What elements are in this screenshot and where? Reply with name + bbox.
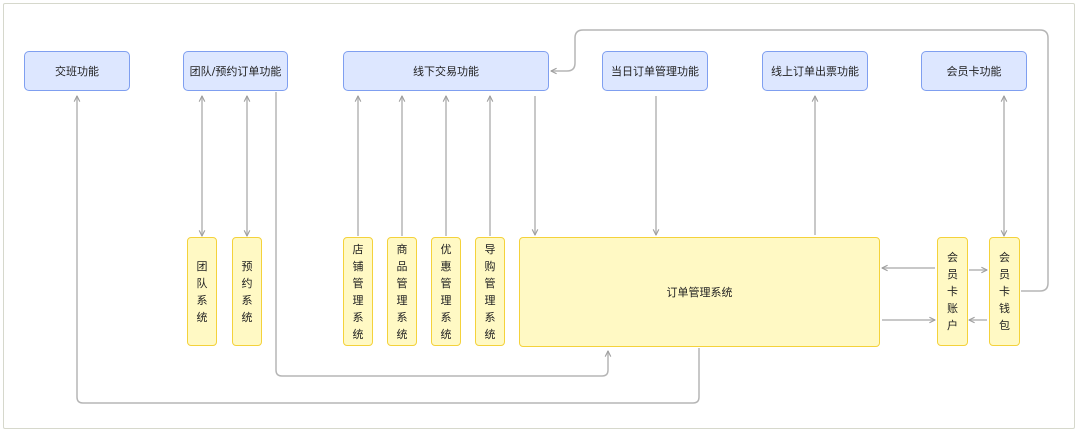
module-label: 团队/预约订单功能: [189, 64, 282, 78]
system-label: 店铺管理系统: [352, 242, 364, 341]
module-shift-handover[interactable]: 交班功能: [24, 51, 130, 91]
system-label: 预约系统: [241, 259, 253, 324]
module-offline-trade[interactable]: 线下交易功能: [343, 51, 549, 91]
conn-group-to-order: [275, 92, 608, 377]
system-store[interactable]: 店铺管理系统: [343, 237, 373, 346]
diagram-frame: [3, 3, 1075, 429]
system-product[interactable]: 商品管理系统: [387, 237, 417, 346]
module-label: 会员卡功能: [946, 64, 1002, 78]
module-online-ticketing[interactable]: 线上订单出票功能: [762, 51, 868, 91]
system-label: 商品管理系统: [396, 242, 408, 341]
system-label: 会员卡账户: [947, 251, 958, 332]
system-member-wallet[interactable]: 会员卡钱包: [989, 237, 1020, 346]
system-coupon[interactable]: 优惠管理系统: [431, 237, 461, 346]
system-order-management[interactable]: 订单管理系统: [519, 237, 880, 347]
module-daily-order-mgmt[interactable]: 当日订单管理功能: [602, 51, 708, 91]
system-label: 导购管理系统: [484, 242, 496, 341]
system-label: 团队系统: [196, 259, 208, 324]
module-label: 当日订单管理功能: [611, 64, 699, 78]
system-label: 优惠管理系统: [440, 242, 452, 341]
system-guide[interactable]: 导购管理系统: [475, 237, 505, 346]
system-label: 会员卡钱包: [999, 251, 1010, 332]
module-label: 交班功能: [55, 64, 99, 78]
system-group[interactable]: 团队系统: [187, 237, 217, 346]
system-reservation[interactable]: 预约系统: [232, 237, 262, 346]
system-member-account[interactable]: 会员卡账户: [937, 237, 968, 346]
conn-order-to-shift: [77, 96, 700, 404]
conn-wallet-to-offline: [551, 29, 1049, 292]
system-label: 订单管理系统: [666, 285, 733, 299]
module-group-reservation[interactable]: 团队/预约订单功能: [183, 51, 288, 91]
module-label: 线下交易功能: [413, 64, 479, 78]
module-label: 线上订单出票功能: [771, 64, 859, 78]
module-member-card[interactable]: 会员卡功能: [921, 51, 1027, 91]
